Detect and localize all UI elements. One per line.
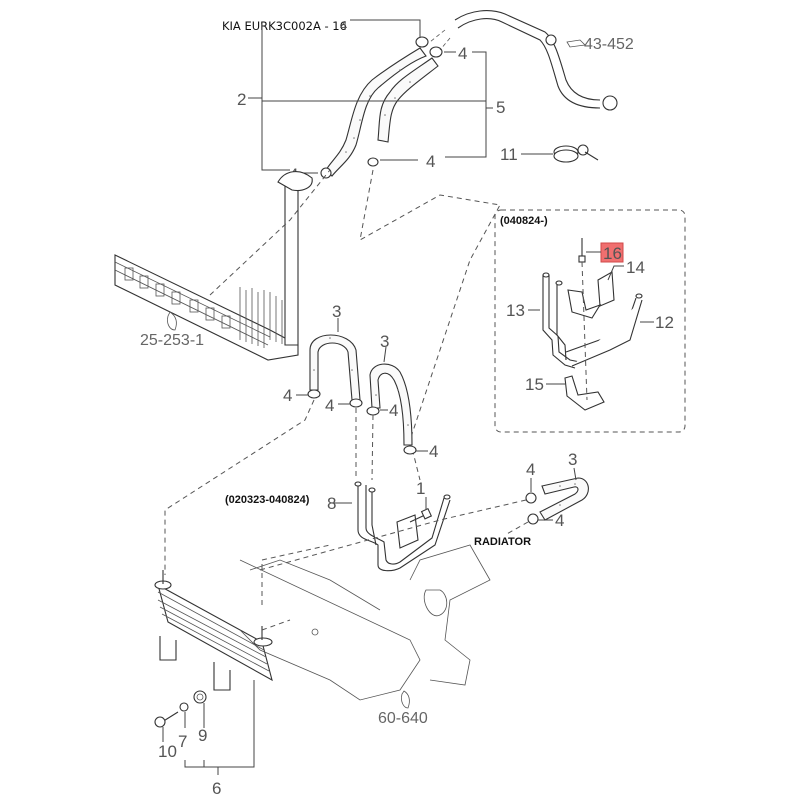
callout-3[interactable]: 3	[332, 302, 341, 321]
callout-4[interactable]: 4	[340, 18, 347, 33]
frame-crossmember	[239, 544, 491, 701]
callout-2[interactable]: 2	[237, 90, 246, 109]
callout-7[interactable]: 7	[178, 732, 187, 751]
pipe-banjo-end	[602, 95, 618, 111]
pipe-bracket	[396, 514, 419, 549]
callout-4[interactable]: 4	[555, 511, 564, 530]
grommet-9[interactable]	[193, 690, 207, 704]
callout-4[interactable]: 4	[526, 460, 535, 479]
hose-3-radiator[interactable]	[539, 477, 589, 521]
oil-pipe-upper	[429, 10, 618, 111]
callout-3[interactable]: 3	[568, 450, 577, 469]
radiator	[114, 169, 331, 361]
oil-pipe-8[interactable]	[354, 481, 451, 572]
clamp-4[interactable]	[366, 406, 380, 416]
oil-pipe-13[interactable]	[542, 272, 581, 369]
callout-5[interactable]: 5	[496, 98, 505, 117]
hose-2[interactable]	[325, 47, 427, 177]
callout-3[interactable]: 3	[380, 332, 389, 351]
washer-7[interactable]	[179, 702, 189, 712]
upper-hose-assembly	[320, 36, 443, 179]
callout-1[interactable]: 1	[416, 479, 425, 498]
oil-pipe-12[interactable]	[565, 293, 643, 367]
callout-4[interactable]: 4	[458, 44, 467, 63]
diagram-title: KIA EURK3C002A - 16	[222, 19, 347, 33]
note-date-range-new: (040824-)	[500, 215, 548, 227]
clamp-4-top-a[interactable]	[415, 36, 429, 48]
pipe-fitting	[545, 34, 557, 46]
clamp-4-left[interactable]	[320, 167, 332, 179]
oil-cooler-6[interactable]	[154, 570, 273, 691]
callout-4[interactable]: 4	[389, 401, 398, 420]
callout-16[interactable]: 16	[603, 244, 622, 263]
bolt-16[interactable]	[578, 238, 586, 263]
bracket-15[interactable]	[564, 375, 605, 411]
clamp-4[interactable]	[525, 492, 537, 504]
callout-12[interactable]: 12	[655, 313, 674, 332]
callout-6[interactable]: 6	[212, 779, 221, 798]
clip-upper	[567, 289, 602, 319]
callout-4[interactable]: 4	[325, 396, 334, 415]
reference-hand-icon	[566, 39, 586, 48]
clamp-4[interactable]	[403, 445, 417, 455]
note-date-range-old: (020323-040824)	[225, 494, 310, 506]
callout-4[interactable]: 4	[283, 386, 292, 405]
routing-dashed-line	[359, 169, 501, 481]
routing-dashed-line	[164, 399, 315, 575]
clamp-4[interactable]	[307, 389, 321, 399]
reference-60-640[interactable]: 60-640	[378, 710, 428, 727]
hose-5[interactable]	[377, 57, 439, 143]
callout-4[interactable]: 4	[429, 442, 438, 461]
callout-4[interactable]: 4	[426, 152, 435, 171]
radiator-upper-tank	[277, 171, 313, 192]
callout-14[interactable]: 14	[626, 258, 645, 277]
callout-11[interactable]: 11	[500, 145, 518, 164]
reference-hand-icon	[167, 311, 177, 331]
clamp-4-top-b[interactable]	[429, 46, 443, 58]
reference-hand-icon	[401, 690, 410, 709]
clamp-4-mid[interactable]	[367, 157, 379, 167]
callout-9[interactable]: 9	[198, 726, 207, 745]
callout-8[interactable]: 8	[327, 494, 336, 513]
variant-inset-box	[494, 209, 686, 433]
clamp-4[interactable]	[349, 398, 363, 408]
clamp-4[interactable]	[527, 513, 539, 525]
bolt-1[interactable]	[409, 507, 433, 523]
reference-25-253-1[interactable]: 25-253-1	[140, 332, 204, 349]
bolt-10[interactable]	[154, 711, 179, 728]
note-radiator: RADIATOR	[474, 536, 531, 548]
reference-43-452[interactable]: 43-452	[584, 36, 634, 53]
callout-13[interactable]: 13	[506, 301, 525, 320]
hose-3-right[interactable]	[369, 363, 413, 446]
clamp-11[interactable]	[553, 144, 599, 163]
callout-15[interactable]: 15	[525, 375, 544, 394]
bracket-14[interactable]	[597, 271, 615, 307]
callout-10[interactable]: 10	[158, 742, 177, 761]
